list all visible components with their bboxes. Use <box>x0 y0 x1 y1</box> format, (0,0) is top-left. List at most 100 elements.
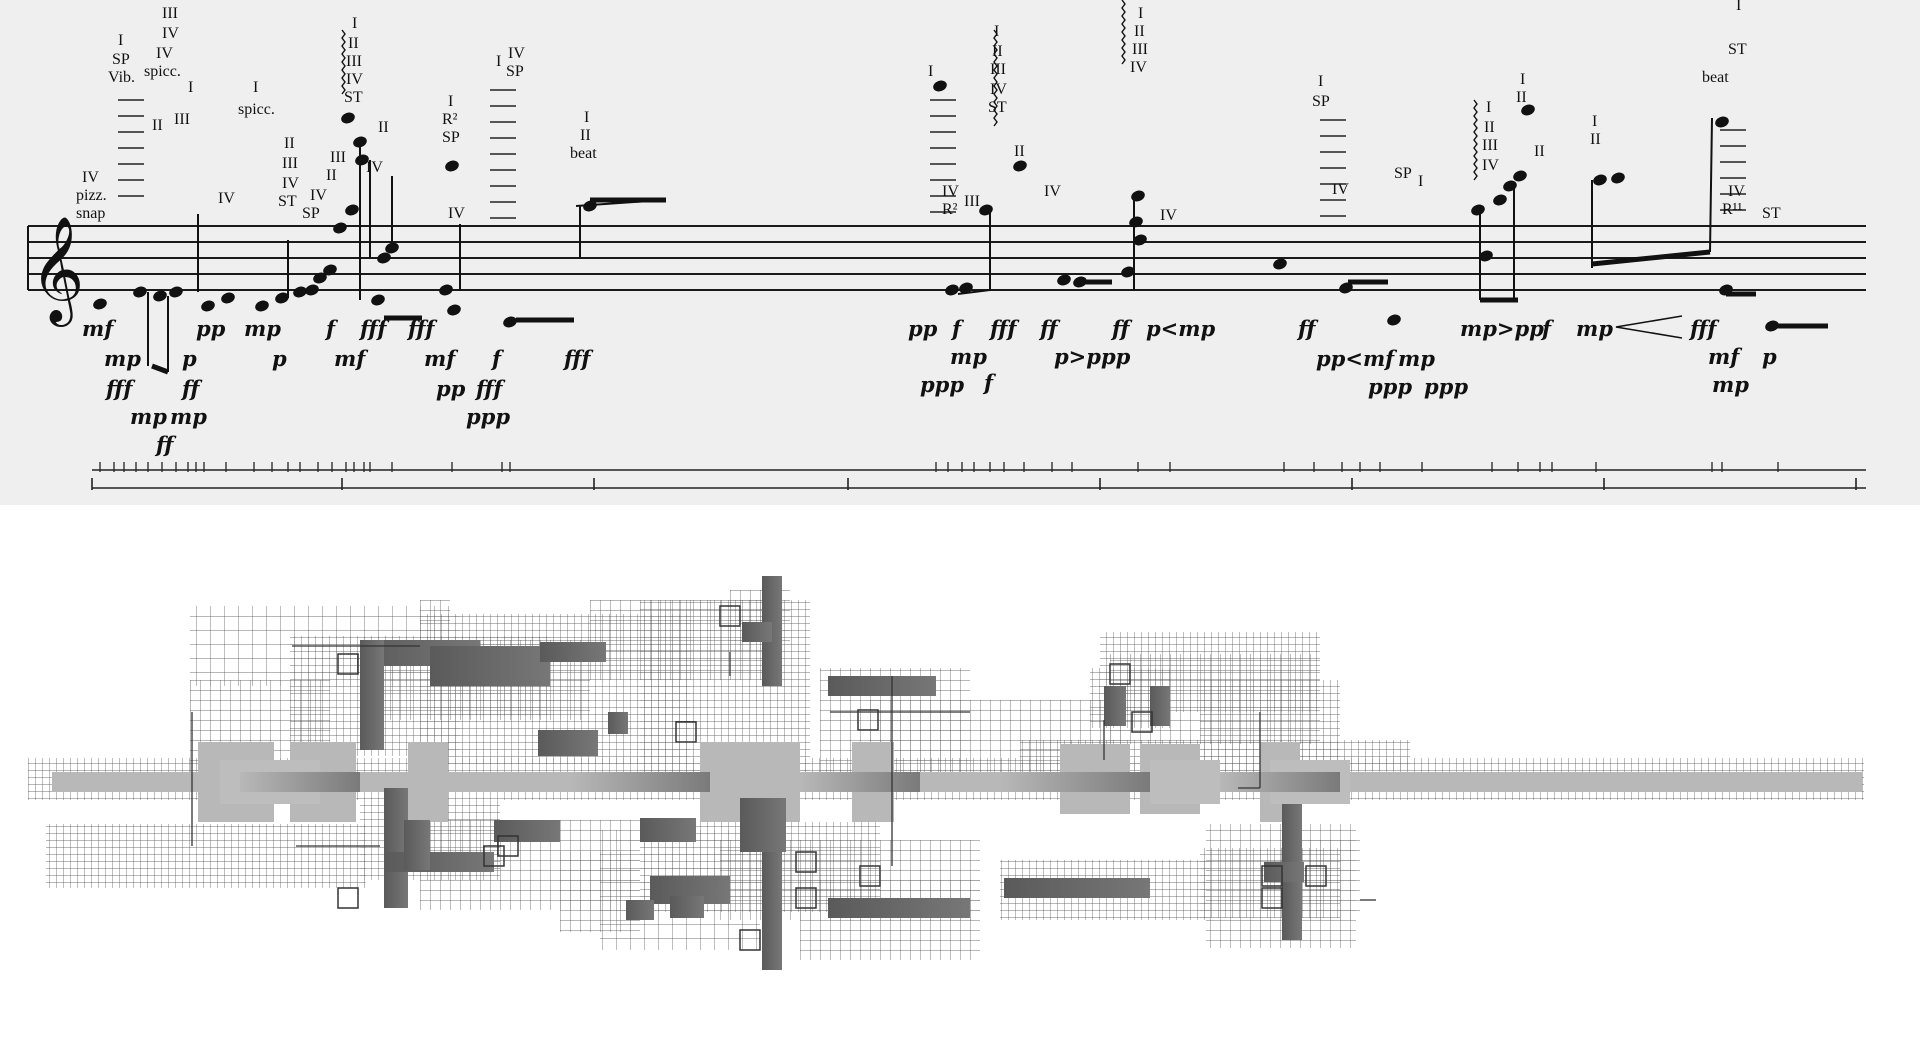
dynamic-marking: mf <box>82 316 117 341</box>
dynamic-marking: mp <box>170 404 207 429</box>
annotation: IV <box>1044 183 1061 200</box>
annotation: III <box>1482 137 1498 154</box>
annotation: I <box>1138 5 1143 22</box>
annotation: II <box>326 167 337 184</box>
outline-square <box>1261 865 1283 887</box>
dark-block <box>828 676 936 696</box>
outline-squares-layer <box>337 605 1327 951</box>
notehead <box>1057 274 1071 286</box>
outline-square <box>739 929 761 951</box>
dark-block <box>670 896 704 918</box>
annotation: I <box>1486 99 1491 116</box>
annotation: I <box>253 79 258 96</box>
dynamic-marking: pp <box>908 316 938 341</box>
notehead <box>1521 104 1535 116</box>
dynamic-marking: mp <box>1398 346 1435 371</box>
dynamic-marking: mf <box>1708 344 1743 369</box>
dynamic-marking: fff <box>988 316 1020 341</box>
annotation: SP <box>442 129 460 146</box>
annotation: SP <box>1394 165 1412 182</box>
dark-block <box>626 900 654 920</box>
dynamic-marking: mf <box>334 346 369 371</box>
annotation: ST <box>1762 205 1781 222</box>
light-bar <box>1150 760 1220 804</box>
annotation: II <box>1014 143 1025 160</box>
dark-block <box>1150 686 1170 726</box>
annotation: I <box>584 109 589 126</box>
annotation: I <box>1520 71 1525 88</box>
notehead <box>169 286 183 298</box>
annotation: II <box>1516 89 1527 106</box>
dynamic-marking: ppp <box>466 404 510 429</box>
annotation: II <box>1484 119 1495 136</box>
annotation: SP <box>506 63 524 80</box>
annotation: III <box>330 149 346 166</box>
notehead <box>959 282 973 294</box>
notehead <box>1611 172 1625 184</box>
annotation: I <box>188 79 193 96</box>
notehead <box>1493 194 1507 206</box>
annotation: III <box>964 193 980 210</box>
notehead <box>333 222 347 234</box>
notehead <box>255 300 269 312</box>
wavy-line <box>1473 99 1478 181</box>
annotation: IV <box>508 45 525 62</box>
dynamic-marking: fff <box>406 316 438 341</box>
outline-square <box>1305 865 1327 887</box>
timeline-ticks <box>99 462 1779 472</box>
notehead <box>293 286 307 298</box>
annotation: IV <box>162 25 179 42</box>
notes-layer <box>27 0 1828 375</box>
dynamic-marking: fff <box>562 346 594 371</box>
annotation: IV <box>448 205 465 222</box>
dark-block <box>640 818 696 842</box>
wavy-line <box>341 29 346 95</box>
outline-square <box>483 845 505 867</box>
annotation: SP <box>112 51 130 68</box>
light-bars-layer <box>52 742 1862 822</box>
dynamic-marking: mp <box>244 316 281 341</box>
annotation: I <box>496 53 501 70</box>
notehead <box>1133 234 1147 246</box>
notehead <box>439 284 453 296</box>
dynamic-marking: pp <box>436 376 466 401</box>
dynamic-marking: pp <box>196 316 226 341</box>
annotation: II <box>378 119 389 136</box>
annotation: I <box>1318 73 1323 90</box>
notehead <box>933 80 947 92</box>
outline-square <box>859 865 881 887</box>
annotation: III <box>346 53 362 70</box>
music-score: 𝄞 III IV I SP IV Vib. spicc. I III II IV… <box>0 0 1920 505</box>
annotation: SP <box>302 205 320 222</box>
annotation: ST <box>1728 41 1747 58</box>
dynamic-marking: p <box>1762 344 1777 369</box>
annotation: III <box>162 5 178 22</box>
dark-block <box>608 712 628 734</box>
outline-square <box>795 887 817 909</box>
notehead <box>305 284 319 296</box>
dynamic-marking: ppp <box>1424 374 1468 399</box>
annotation: I <box>1736 0 1741 14</box>
dynamic-marking: mp <box>104 346 141 371</box>
annotation: III <box>1132 41 1148 58</box>
annotation: I <box>1592 113 1597 130</box>
annotation: IV <box>990 81 1007 98</box>
annotation: ST <box>344 89 363 106</box>
dynamic-marking: mp <box>1576 316 1613 341</box>
wavy-line <box>993 29 998 127</box>
dark-block <box>404 820 430 870</box>
dark-block <box>1004 878 1150 898</box>
annotation: ST <box>988 99 1007 116</box>
notehead <box>1471 204 1485 216</box>
notehead <box>945 284 959 296</box>
annotation: beat <box>1702 69 1729 86</box>
dark-blocks-layer <box>360 576 1304 970</box>
fade-bar <box>240 772 360 792</box>
dark-block <box>740 798 786 852</box>
notehead <box>341 112 355 124</box>
annotation: IV <box>1728 183 1745 200</box>
annotation: I <box>118 32 123 49</box>
annotation: III <box>282 155 298 172</box>
fade-bar <box>1000 772 1150 792</box>
